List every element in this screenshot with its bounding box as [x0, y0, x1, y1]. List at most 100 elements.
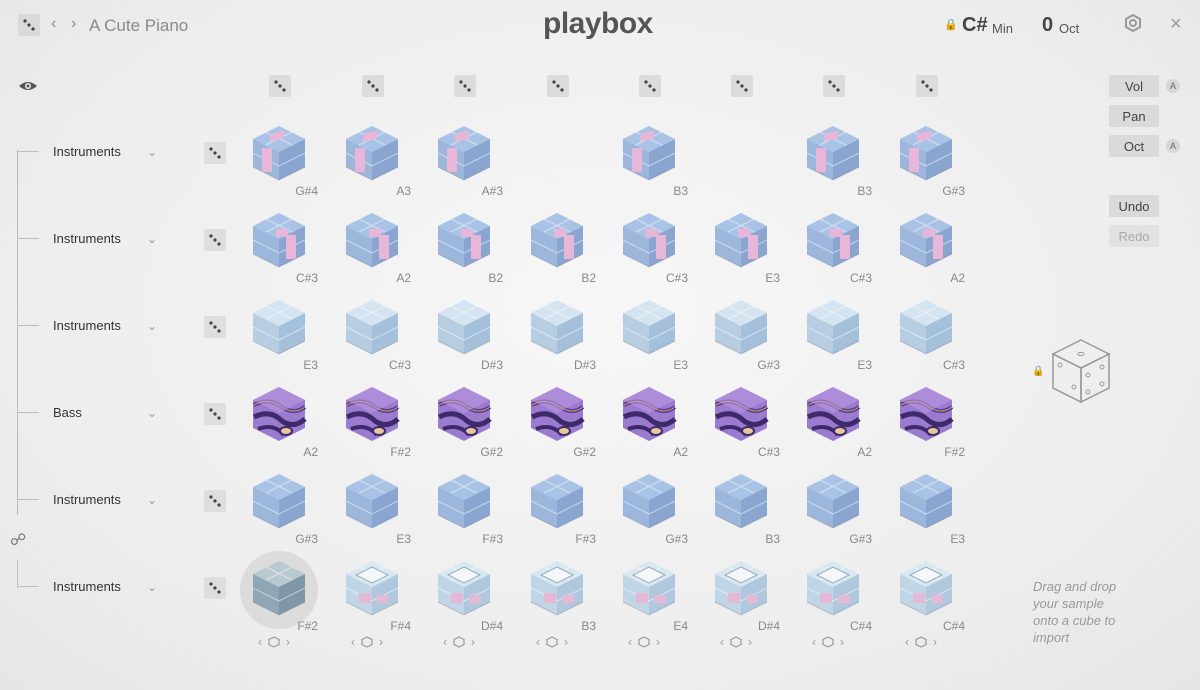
sample-cube[interactable] [248, 296, 310, 358]
sample-cube[interactable] [618, 557, 680, 619]
sample-cube[interactable] [433, 383, 495, 445]
column-randomize-button-7[interactable] [823, 75, 845, 97]
sample-cube[interactable] [341, 470, 403, 532]
row-category-select[interactable]: Bass⌄ [53, 405, 157, 420]
sample-cube[interactable] [802, 470, 864, 532]
eye-icon[interactable] [18, 78, 38, 99]
redo-button[interactable]: Redo [1109, 225, 1159, 247]
hexagon-icon[interactable] [361, 636, 373, 648]
column-randomize-button-5[interactable] [639, 75, 661, 97]
sample-cube[interactable] [895, 122, 957, 184]
oct-button[interactable]: Oct [1109, 135, 1159, 157]
sample-cube[interactable] [433, 296, 495, 358]
undo-button[interactable]: Undo [1109, 195, 1159, 217]
sample-cube[interactable] [526, 383, 588, 445]
sample-cube[interactable] [710, 557, 772, 619]
hexagon-icon[interactable] [268, 636, 280, 648]
row-category-select[interactable]: Instruments⌄ [53, 492, 157, 507]
vol-button[interactable]: Vol [1109, 75, 1159, 97]
sample-cube[interactable] [433, 209, 495, 271]
sample-cube[interactable] [341, 209, 403, 271]
randomize-all-button[interactable] [18, 14, 40, 36]
slot-prev-button[interactable]: ‹ [258, 635, 262, 649]
row-randomize-button[interactable] [204, 229, 226, 251]
sample-cube[interactable] [895, 383, 957, 445]
hexagon-icon[interactable] [822, 636, 834, 648]
slot-prev-button[interactable]: ‹ [536, 635, 540, 649]
slot-next-button[interactable]: › [748, 635, 752, 649]
sample-cube[interactable] [710, 209, 772, 271]
sample-cube[interactable] [248, 209, 310, 271]
hexagon-icon[interactable] [546, 636, 558, 648]
lock-icon[interactable]: 🔒 [1032, 366, 1045, 377]
row-category-select[interactable]: Instruments⌄ [53, 318, 157, 333]
hexagon-icon[interactable] [915, 636, 927, 648]
key-mode[interactable]: Min [992, 21, 1013, 36]
slot-next-button[interactable]: › [471, 635, 475, 649]
slot-next-button[interactable]: › [840, 635, 844, 649]
sample-cube[interactable] [433, 557, 495, 619]
pan-button[interactable]: Pan [1109, 105, 1159, 127]
vol-auto-badge[interactable]: A [1166, 79, 1180, 93]
oct-auto-badge[interactable]: A [1166, 139, 1180, 153]
close-icon[interactable]: × [1170, 13, 1182, 35]
sample-cube[interactable] [802, 209, 864, 271]
sample-cube[interactable] [895, 209, 957, 271]
slot-next-button[interactable]: › [656, 635, 660, 649]
sample-cube[interactable] [526, 209, 588, 271]
sample-cube[interactable] [895, 296, 957, 358]
sample-cube[interactable] [710, 470, 772, 532]
link-icon[interactable]: ☍ [10, 532, 27, 549]
slot-next-button[interactable]: › [379, 635, 383, 649]
hexagon-icon[interactable] [730, 636, 742, 648]
preset-name[interactable]: A Cute Piano [89, 16, 189, 35]
column-randomize-button-6[interactable] [731, 75, 753, 97]
sample-cube[interactable] [341, 122, 403, 184]
sample-cube[interactable] [526, 470, 588, 532]
sample-cube[interactable] [341, 557, 403, 619]
sample-cube[interactable] [895, 557, 957, 619]
sample-cube[interactable] [526, 296, 588, 358]
row-randomize-button[interactable] [204, 403, 226, 425]
prev-preset-button[interactable]: ‹ [51, 15, 57, 32]
sample-cube[interactable] [618, 296, 680, 358]
sample-cube[interactable] [802, 122, 864, 184]
slot-prev-button[interactable]: ‹ [351, 635, 355, 649]
hexagon-icon[interactable] [453, 636, 465, 648]
sample-cube[interactable] [618, 209, 680, 271]
sample-cube[interactable] [618, 470, 680, 532]
slot-prev-button[interactable]: ‹ [443, 635, 447, 649]
octave-value[interactable]: 0 [1042, 14, 1054, 36]
slot-next-button[interactable]: › [564, 635, 568, 649]
slot-prev-button[interactable]: ‹ [905, 635, 909, 649]
row-randomize-button[interactable] [204, 490, 226, 512]
slot-next-button[interactable]: › [286, 635, 290, 649]
row-randomize-button[interactable] [204, 142, 226, 164]
sample-cube[interactable] [341, 383, 403, 445]
row-randomize-button[interactable] [204, 577, 226, 599]
column-randomize-button-1[interactable] [269, 75, 291, 97]
row-category-select[interactable]: Instruments⌄ [53, 144, 157, 159]
sample-cube[interactable] [895, 470, 957, 532]
slot-next-button[interactable]: › [933, 635, 937, 649]
row-category-select[interactable]: Instruments⌄ [53, 231, 157, 246]
column-randomize-button-4[interactable] [547, 75, 569, 97]
sample-cube[interactable] [618, 122, 680, 184]
row-randomize-button[interactable] [204, 316, 226, 338]
column-randomize-button-8[interactable] [916, 75, 938, 97]
sample-cube[interactable] [433, 470, 495, 532]
sample-cube[interactable] [248, 470, 310, 532]
sample-cube[interactable] [433, 122, 495, 184]
settings-icon[interactable] [1124, 13, 1142, 37]
next-preset-button[interactable]: › [71, 15, 77, 32]
sample-cube[interactable] [618, 383, 680, 445]
slot-prev-button[interactable]: ‹ [628, 635, 632, 649]
sample-cube[interactable] [710, 383, 772, 445]
column-randomize-button-2[interactable] [362, 75, 384, 97]
sample-cube[interactable] [248, 122, 310, 184]
slot-prev-button[interactable]: ‹ [812, 635, 816, 649]
sample-cube[interactable] [802, 557, 864, 619]
row-category-select[interactable]: Instruments⌄ [53, 579, 157, 594]
sample-cube[interactable] [710, 296, 772, 358]
big-dice-button[interactable] [1050, 337, 1112, 410]
